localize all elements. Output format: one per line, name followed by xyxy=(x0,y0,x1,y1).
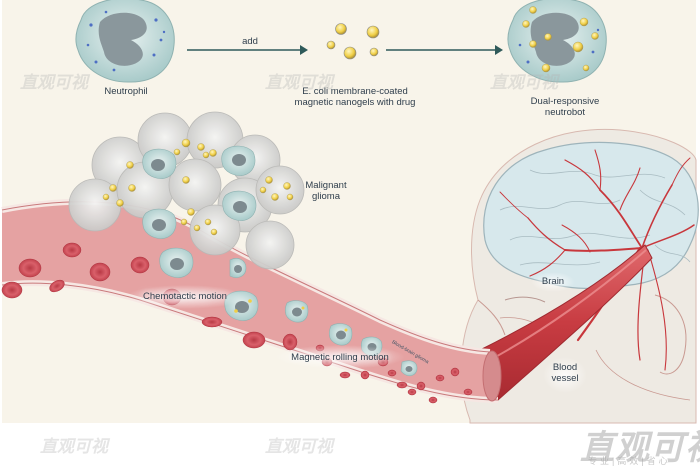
magnetic-label-glow xyxy=(275,345,405,369)
brain-label: Brain xyxy=(541,276,565,287)
watermark-text: 直观可视 xyxy=(265,437,333,456)
watermark-logo-text: 直观可视 xyxy=(580,429,700,467)
add-arrow xyxy=(187,45,308,55)
watermark-text: 直观可视 xyxy=(265,73,333,92)
neutrophil-label: Neutrophil xyxy=(104,86,148,97)
brain xyxy=(483,141,699,290)
nanogel-label-line2: magnetic nanogels with drug xyxy=(294,97,416,108)
brain-label-glow xyxy=(531,272,575,292)
scene-neutrobots xyxy=(142,145,418,377)
watermark-text: 直观可视 xyxy=(20,73,88,92)
nanogel-particles xyxy=(326,23,380,60)
glioma-nanogels xyxy=(102,138,294,236)
blood-vessel-label-line2: vessel xyxy=(551,373,579,384)
neutrobot-cell xyxy=(507,0,607,83)
glioma-label-line1: Malignant xyxy=(305,180,347,191)
chemotactic-motion-label: Chemotactic motion xyxy=(143,291,227,302)
chemotactic-label-glow xyxy=(125,285,245,309)
magnetic-rolling-label: Magnetic rolling motion xyxy=(291,352,389,363)
blood-vessel-label-line1: Blood xyxy=(552,362,578,373)
watermark-text: 直观可视 xyxy=(490,73,558,92)
add-label: add xyxy=(242,36,258,47)
neutrophil-cell xyxy=(75,0,175,83)
nanogel-label-line1: E. coli membrane-coated xyxy=(302,86,408,97)
watermark-slogan: 专业|高效|省心 xyxy=(588,456,671,466)
neutrobot-label-line1: Dual-responsive xyxy=(530,96,600,107)
neutrobot-label-line2: neutrobot xyxy=(544,107,586,118)
watermark-text: 直观可视 xyxy=(40,437,108,456)
glioma-label-line2: glioma xyxy=(312,191,340,202)
vessel-label-glow xyxy=(543,357,587,393)
blood-vessel xyxy=(479,244,653,401)
transform-arrow xyxy=(386,45,503,55)
